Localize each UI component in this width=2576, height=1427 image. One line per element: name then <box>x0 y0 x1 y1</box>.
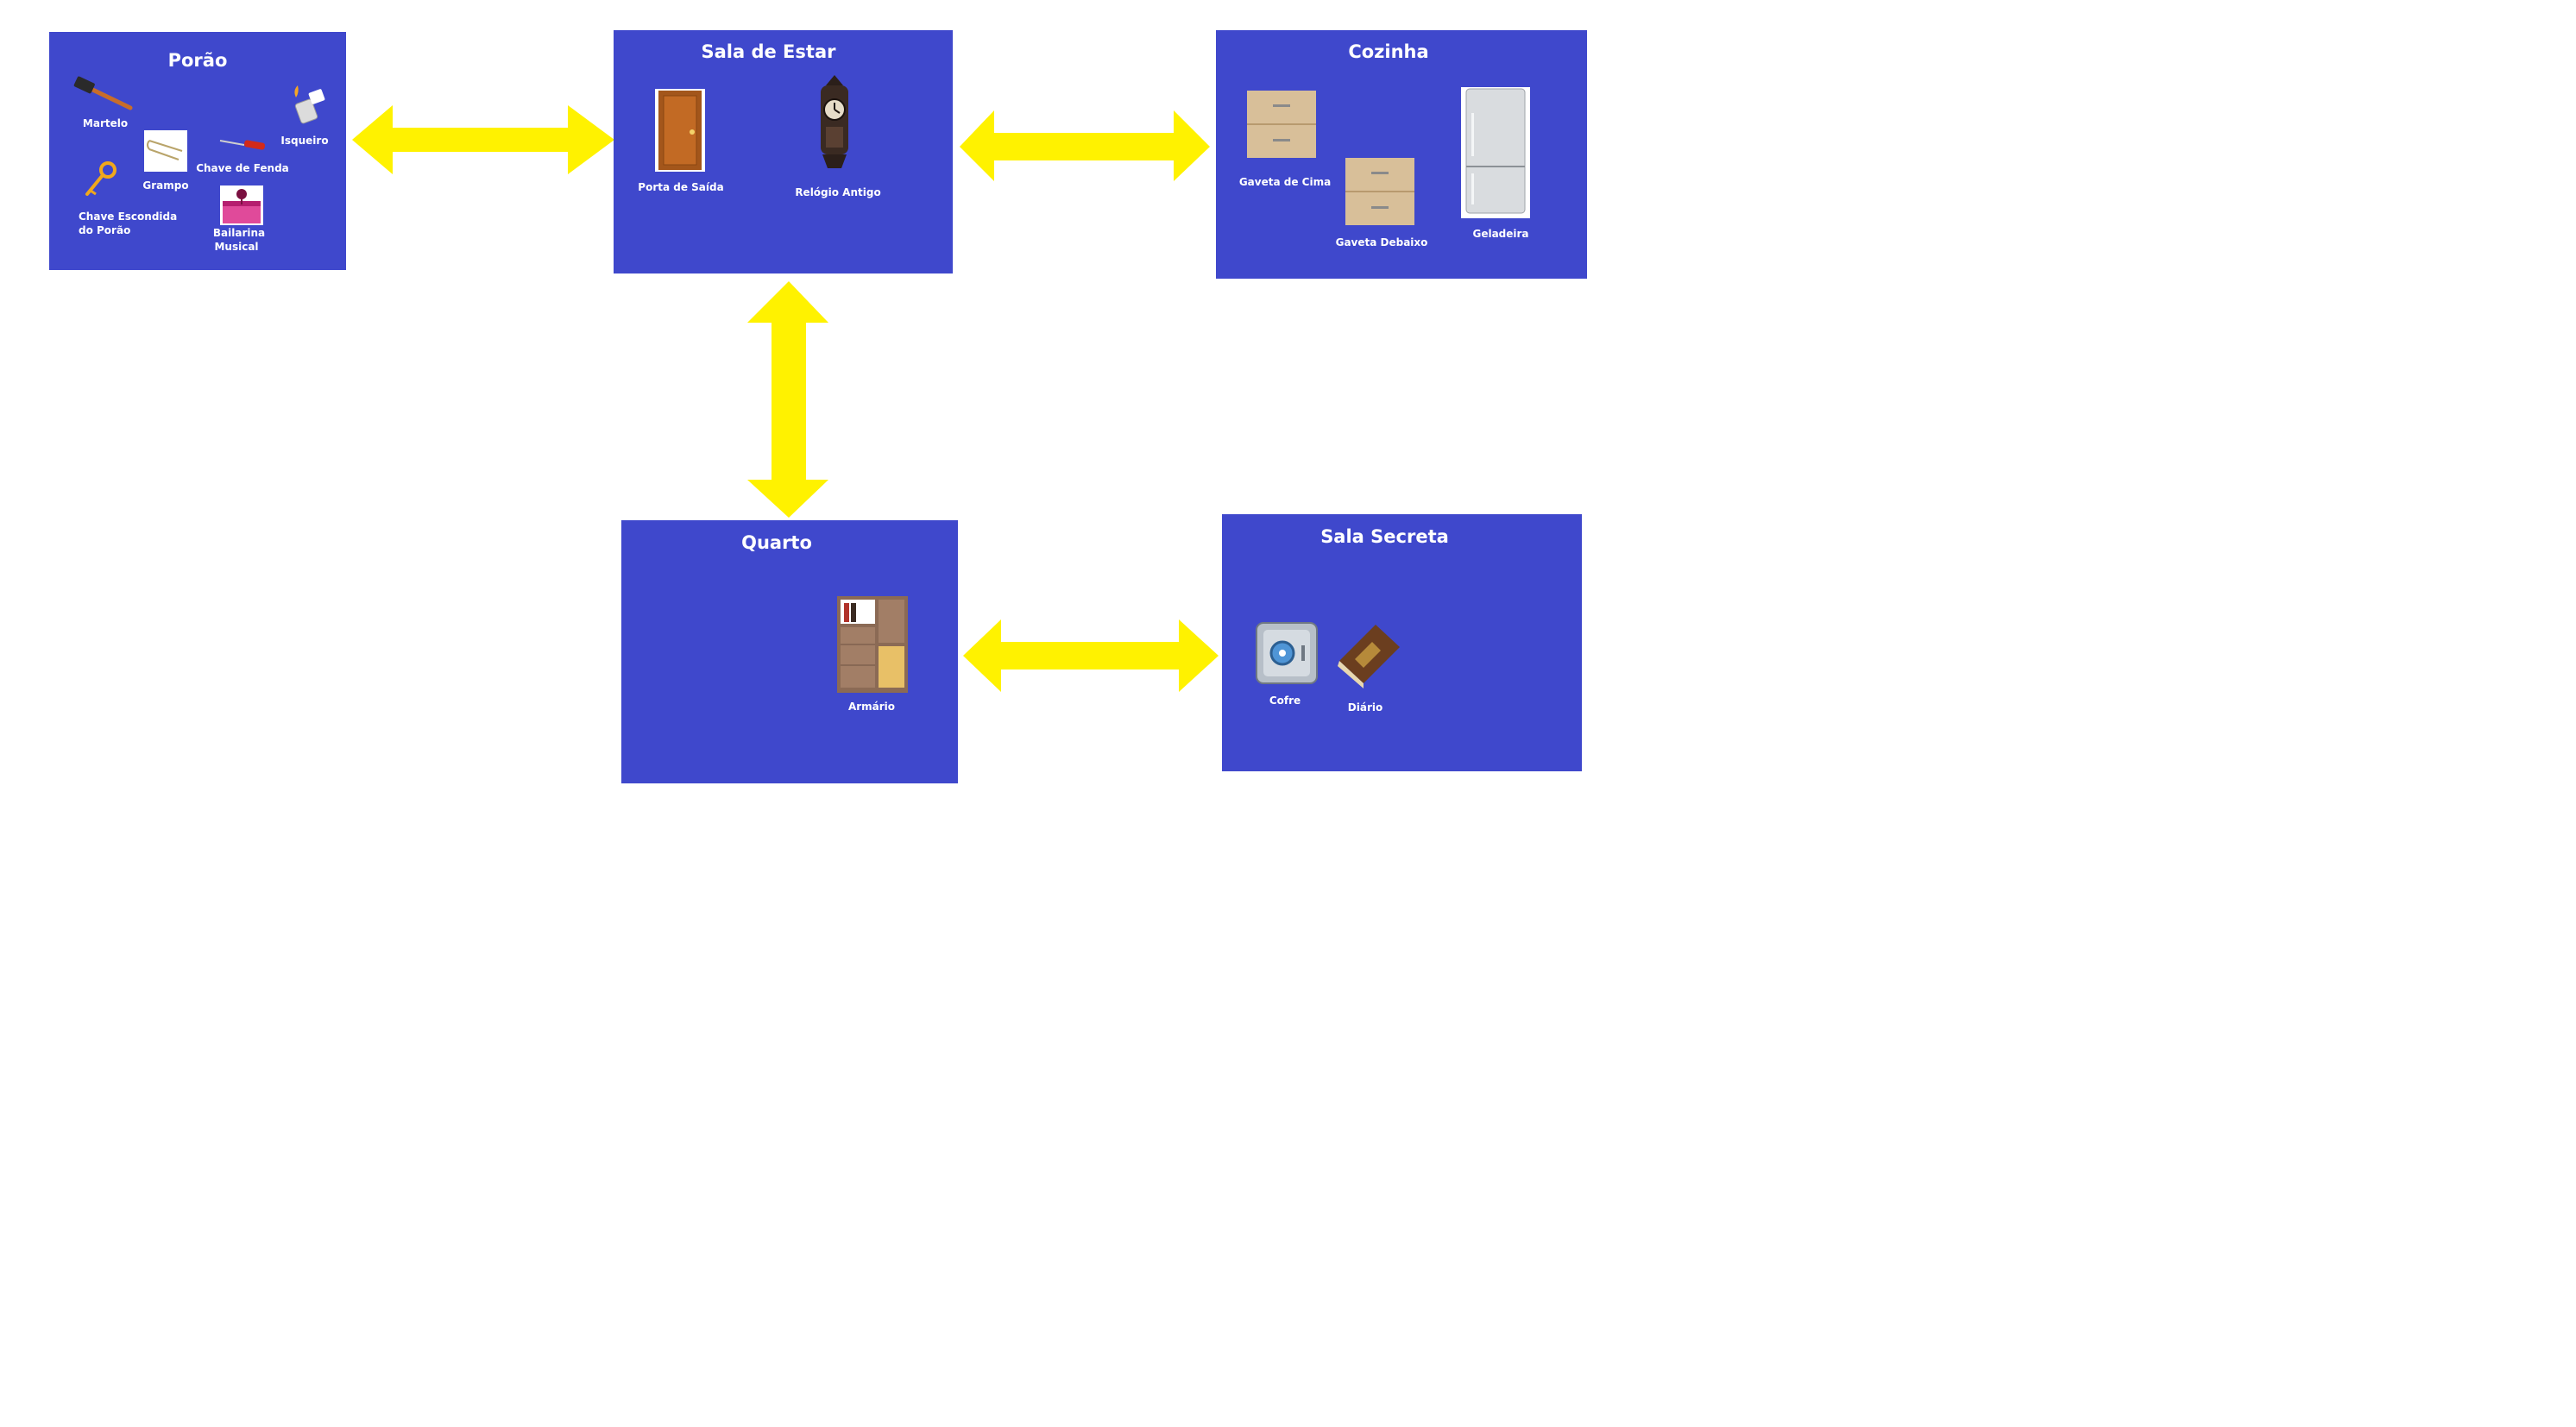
key-icon <box>85 161 117 196</box>
door-icon <box>655 89 705 172</box>
room-title: Porão <box>167 50 228 71</box>
item-bailarina-musical[interactable] <box>220 185 263 225</box>
item-label: Diário <box>1347 701 1383 714</box>
item-label: Gaveta Debaixo <box>1335 236 1428 248</box>
item-isqueiro[interactable] <box>289 85 329 125</box>
room-sala-secreta: Sala Secreta Cofre Diário <box>1222 514 1582 771</box>
hammer-icon <box>73 76 133 110</box>
safe-icon <box>1256 622 1318 684</box>
room-porao: Porão Martelo Grampo Chave de Fenda <box>49 32 346 270</box>
item-gaveta-debaixo[interactable] <box>1345 158 1414 225</box>
hairpin-icon <box>144 130 187 172</box>
arrow-quarto-sala-secreta <box>963 619 1219 692</box>
room-cozinha: Cozinha Gaveta de Cima Gaveta Debaixo <box>1216 30 1587 279</box>
item-gaveta-de-cima[interactable] <box>1247 91 1316 158</box>
room-title: Sala Secreta <box>1320 526 1449 547</box>
lighter-icon <box>294 85 325 124</box>
item-diario[interactable] <box>1334 621 1403 688</box>
item-label-line1: Bailarina <box>212 227 266 239</box>
item-label: Geladeira <box>1472 228 1529 240</box>
antique-clock-icon <box>821 75 848 168</box>
diary-icon <box>1338 625 1400 688</box>
drawer-icon <box>1345 158 1414 225</box>
wardrobe-icon <box>837 596 908 693</box>
arrow-porao-sala-de-estar <box>352 105 614 174</box>
music-box-icon <box>220 185 263 225</box>
item-geladeira[interactable] <box>1461 87 1530 218</box>
item-label: Relógio Antigo <box>795 186 881 198</box>
item-grampo[interactable] <box>144 130 187 172</box>
drawer-icon <box>1247 91 1316 158</box>
item-label: Gaveta de Cima <box>1238 176 1332 188</box>
room-title: Sala de Estar <box>701 41 836 62</box>
item-label: Cofre <box>1269 695 1301 707</box>
refrigerator-icon <box>1461 87 1530 218</box>
item-porta-de-saida[interactable] <box>655 89 705 172</box>
item-relogio-antigo[interactable] <box>809 73 860 179</box>
room-quarto: Quarto Armário <box>621 520 958 783</box>
item-cofre[interactable] <box>1255 621 1319 685</box>
item-label: Martelo <box>82 117 129 129</box>
room-sala-de-estar: Sala de Estar Porta de Saída Relógio Ant… <box>614 30 953 273</box>
arrow-sala-de-estar-quarto <box>747 281 828 518</box>
item-martelo[interactable] <box>73 76 134 111</box>
item-chave-de-fenda[interactable] <box>218 135 267 153</box>
item-label-line2: Musical <box>214 241 259 253</box>
item-label: Grampo <box>142 179 189 192</box>
room-title: Quarto <box>741 532 812 553</box>
item-label: Isqueiro <box>280 135 329 147</box>
item-label-line2: do Porão <box>79 224 131 236</box>
screwdriver-icon <box>219 140 266 150</box>
room-title: Cozinha <box>1348 41 1429 62</box>
arrow-sala-de-estar-cozinha <box>960 110 1210 181</box>
item-chave-escondida[interactable] <box>82 160 120 198</box>
item-armario[interactable] <box>837 596 908 693</box>
item-label: Armário <box>847 701 896 713</box>
item-label: Chave de Fenda <box>196 162 289 174</box>
item-label-line1: Chave Escondida <box>79 211 178 223</box>
item-label: Porta de Saída <box>638 181 724 193</box>
